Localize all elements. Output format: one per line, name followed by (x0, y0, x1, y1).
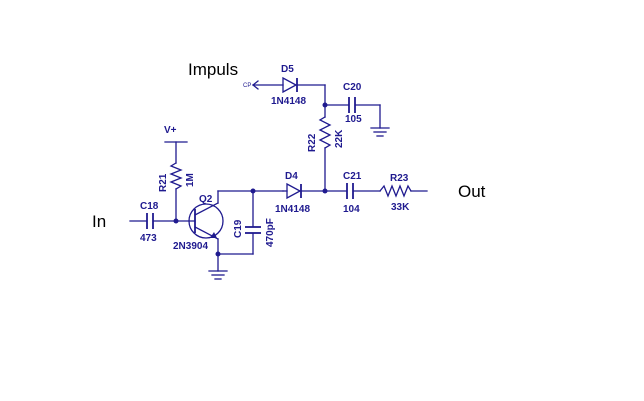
d5-ref: D5 (281, 64, 294, 75)
r22-ref: R22 (307, 133, 318, 152)
r23-ref: R23 (390, 173, 409, 184)
transistor-q2: Q2 2N3904 (173, 194, 224, 252)
d4-ref: D4 (285, 171, 298, 182)
q2-ref: Q2 (199, 194, 213, 205)
vplus-supply: V+ (164, 125, 188, 143)
c20-value: 105 (345, 114, 362, 125)
c19-value: 470pF (265, 218, 276, 247)
r22-value: 22K (334, 129, 345, 148)
c18-value: 473 (140, 233, 157, 244)
resistor-r21: R21 1M (158, 162, 196, 192)
c18-ref: C18 (140, 201, 159, 212)
q2-value: 2N3904 (173, 241, 208, 252)
capacitor-c18: C18 473 (140, 201, 159, 244)
vplus-label: V+ (164, 125, 177, 136)
d5-value: 1N4148 (271, 96, 306, 107)
impuls-label: Impuls (188, 60, 238, 79)
resistor-r23: R23 33K (379, 173, 412, 213)
c21-value: 104 (343, 204, 360, 215)
capacitor-c20: C20 105 (343, 82, 362, 125)
r23-value: 33K (391, 202, 410, 213)
input-label: In (92, 212, 106, 231)
capacitor-c21: C21 104 (343, 171, 362, 215)
cp-port: CP (243, 80, 284, 90)
c19-ref: C19 (233, 219, 244, 238)
resistor-r22: R22 22K (307, 116, 345, 152)
capacitor-c19: C19 470pF (233, 218, 276, 247)
d4-value: 1N4148 (275, 204, 310, 215)
output-label: Out (458, 182, 486, 201)
cp-label: CP (243, 83, 251, 89)
r21-ref: R21 (158, 173, 169, 192)
ground-c20 (370, 127, 390, 137)
c21-ref: C21 (343, 171, 362, 182)
c20-ref: C20 (343, 82, 362, 93)
diode-d4: D4 1N4148 (275, 171, 310, 215)
r21-value: 1M (185, 173, 196, 187)
ground-emitter (208, 270, 228, 280)
